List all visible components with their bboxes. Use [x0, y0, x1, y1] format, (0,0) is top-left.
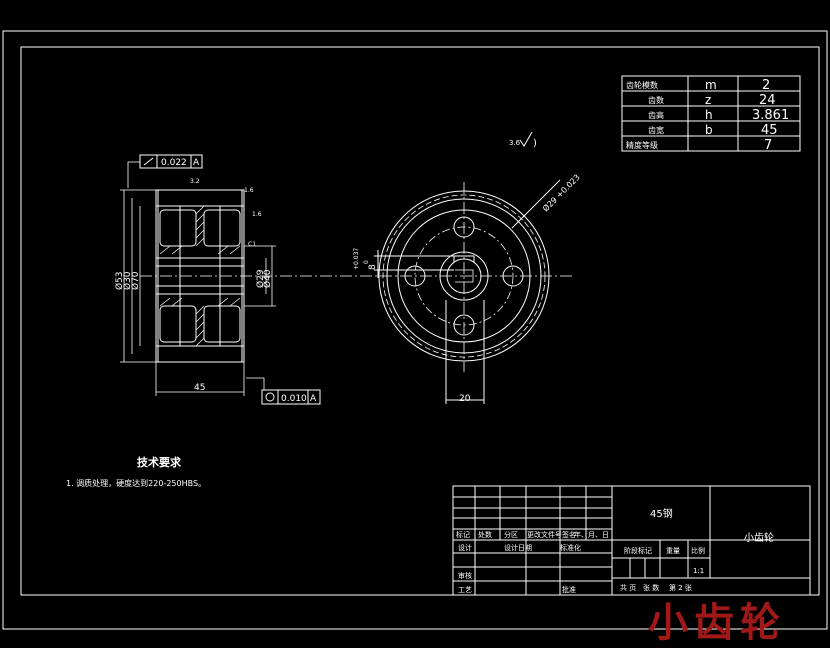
general-roughness: 3.6 ) [509, 131, 537, 149]
gear-param-cells: 齿轮模数 m 2 齿数 z 24 齿高 h 3.861 齿宽 b 45 精度等级… [626, 78, 789, 153]
title-block-text: 45钢 小齿轮 标记 处数 分区 更改文件号 签名 年、月、日 设计 设计日期 … [456, 507, 774, 594]
svg-text:Ø53: Ø53 [114, 271, 125, 290]
svg-text:处数: 处数 [478, 530, 492, 539]
param-symbol: h [705, 108, 713, 122]
svg-text:共 页: 共 页 [620, 583, 636, 592]
svg-text:0.022: 0.022 [161, 158, 187, 168]
svg-text:签名: 签名 [562, 530, 576, 539]
watermark: 小齿轮 [648, 599, 786, 646]
svg-text:3.2: 3.2 [190, 178, 200, 185]
svg-text:1:1: 1:1 [693, 567, 704, 575]
svg-text:审核: 审核 [458, 571, 472, 580]
tech-title: 技术要求 [137, 455, 182, 469]
svg-text:批准: 批准 [562, 585, 576, 594]
svg-text:设计日期: 设计日期 [504, 543, 532, 552]
svg-text:0.010: 0.010 [281, 394, 307, 404]
svg-text:设计: 设计 [458, 543, 472, 552]
svg-text:重量: 重量 [666, 547, 680, 555]
param-value: 7 [764, 138, 772, 153]
param-value: 45 [761, 123, 778, 138]
svg-text:张 数: 张 数 [643, 583, 659, 592]
gear-param-table [621, 75, 801, 152]
svg-text:A: A [310, 394, 317, 404]
section-dimensions [120, 161, 276, 396]
front-dim-text: 20 8 +0.037 0 Ø29 +0.023 [353, 172, 582, 404]
svg-text:Ø29: Ø29 [255, 269, 266, 288]
svg-text:标记: 标记 [456, 530, 470, 539]
param-name: 齿高 [648, 110, 664, 120]
svg-text:3.6: 3.6 [509, 139, 521, 147]
tolerance-frame-bottom: 0.010 A [261, 389, 321, 405]
svg-text:+0.037: +0.037 [353, 248, 360, 270]
svg-text:阶段标记: 阶段标记 [624, 546, 652, 555]
param-name: 齿宽 [648, 125, 664, 135]
param-name: 精度等级 [626, 140, 658, 150]
svg-text:Ø70: Ø70 [130, 271, 141, 290]
section-dim-text: Ø53 Ø30 Ø70 Ø29 Ø40 45 3.2 1.6 1.6 C1 [114, 178, 273, 393]
svg-text:A: A [193, 158, 200, 168]
svg-text:1.6: 1.6 [252, 211, 262, 218]
svg-text:Ø40: Ø40 [262, 269, 273, 288]
inner-border [20, 46, 820, 596]
param-value: 24 [759, 93, 776, 108]
tolerance-frame-top: 0.022 A [139, 154, 203, 169]
material: 45钢 [650, 507, 673, 520]
tech-note-1: 1. 调质处理，硬度达到220-250HBS。 [66, 478, 206, 488]
svg-text:8: 8 [368, 264, 378, 270]
svg-text:45: 45 [194, 383, 205, 393]
svg-text:年、月、日: 年、月、日 [574, 530, 609, 539]
svg-text:第 2 张: 第 2 张 [669, 583, 692, 592]
svg-text:工艺: 工艺 [458, 586, 472, 594]
param-symbol: b [705, 123, 713, 137]
tech-requirements: 技术要求 1. 调质处理，硬度达到220-250HBS。 [66, 455, 206, 488]
param-value: 3.861 [752, 108, 789, 123]
svg-text:标准化: 标准化 [560, 543, 581, 552]
svg-text:20: 20 [459, 394, 471, 404]
svg-text:C1: C1 [248, 241, 256, 248]
svg-text:Ø30: Ø30 [122, 271, 133, 290]
title-block-grid [452, 485, 811, 596]
param-symbol: z [705, 93, 711, 107]
param-symbol: m [705, 78, 717, 92]
svg-text:更改文件号: 更改文件号 [527, 530, 562, 539]
svg-text:分区: 分区 [504, 530, 518, 539]
part-name: 小齿轮 [744, 531, 774, 544]
svg-text:比例: 比例 [691, 546, 705, 555]
front-view [360, 179, 572, 404]
svg-text:Ø29 +0.023: Ø29 +0.023 [540, 172, 581, 213]
param-value: 2 [762, 78, 770, 93]
param-name: 齿数 [648, 95, 664, 105]
param-name: 齿轮模数 [626, 80, 658, 90]
bracket-symbol: ) [533, 138, 537, 149]
outer-border [2, 30, 828, 630]
svg-text:0: 0 [363, 260, 370, 264]
section-view [140, 189, 360, 363]
svg-text:1.6: 1.6 [244, 187, 254, 194]
